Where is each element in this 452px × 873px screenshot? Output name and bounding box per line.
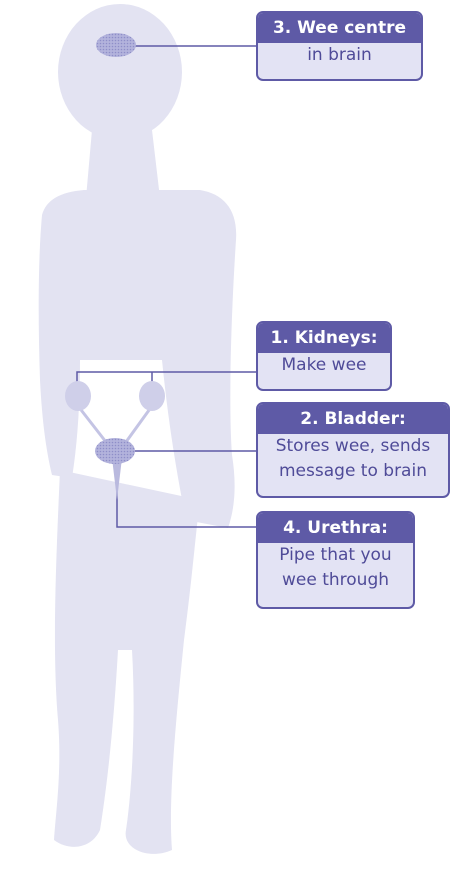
child-silhouette	[39, 4, 237, 854]
left-kidney	[65, 381, 91, 411]
left-ureter	[78, 406, 106, 442]
bladder-callout-line: message to brain	[258, 459, 448, 484]
brain-callout: 3. Wee centre in brain	[256, 11, 423, 81]
right-ureter	[126, 406, 152, 442]
bladder-callout: 2. Bladder: Stores wee, sends message to…	[256, 402, 450, 498]
urethra-callout-line: wee through	[258, 568, 413, 593]
kidneys-callout: 1. Kidneys: Make wee	[256, 321, 392, 391]
kidneys-callout-title: 1. Kidneys:	[258, 323, 390, 353]
bladder-callout-text: Stores wee, sends message to brain	[258, 434, 448, 484]
brain-wee-centre	[96, 33, 136, 57]
right-kidney	[139, 381, 165, 411]
bladder-callout-title: 2. Bladder:	[258, 404, 448, 434]
urethra-callout: 4. Urethra: Pipe that you wee through	[256, 511, 415, 609]
brain-callout-line: in brain	[258, 43, 421, 68]
ureters	[78, 406, 152, 442]
kidneys-callout-line: Make wee	[258, 353, 390, 378]
bladder-callout-line: Stores wee, sends	[258, 434, 448, 459]
urethra-callout-title: 4. Urethra:	[258, 513, 413, 543]
bladder	[95, 438, 135, 464]
brain-callout-text: in brain	[258, 43, 421, 68]
urethra-callout-line: Pipe that you	[258, 543, 413, 568]
silhouette-neck	[86, 130, 160, 198]
brain-callout-title: 3. Wee centre	[258, 13, 421, 43]
silhouette-head	[58, 4, 182, 140]
urethra-callout-text: Pipe that you wee through	[258, 543, 413, 593]
kidneys-callout-text: Make wee	[258, 353, 390, 378]
